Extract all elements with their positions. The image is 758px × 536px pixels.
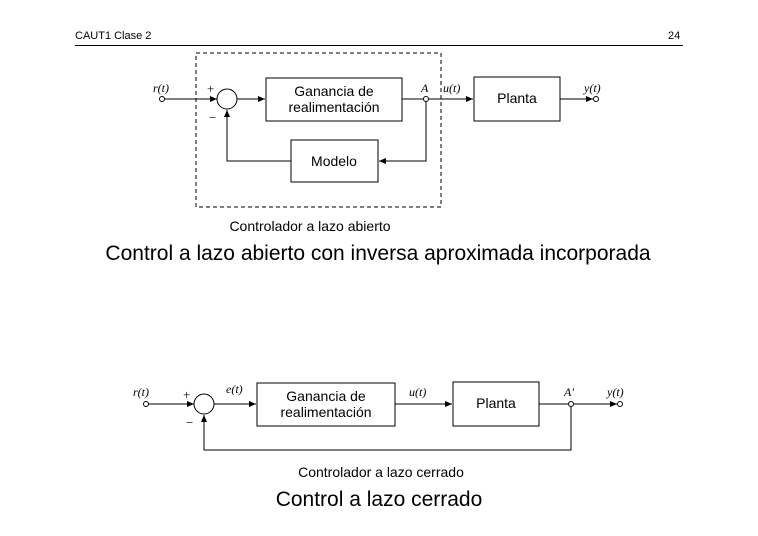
header-page-number: 24: [668, 30, 681, 42]
gain-block-label-line2: realimentación: [280, 404, 371, 420]
control-signal-label: u(t): [409, 385, 426, 399]
gain-block-label-line1: Ganancia de: [286, 388, 366, 404]
input-terminal: [143, 401, 149, 407]
plus-sign: +: [207, 81, 214, 96]
control-signal-label: u(t): [443, 81, 460, 95]
header-course-label: CAUT1 Clase 2: [75, 30, 152, 42]
node-a-prime-label: A′: [563, 385, 574, 399]
diagram-title: Control a lazo abierto con inversa aprox…: [105, 242, 650, 265]
open-loop-labels: r(t) + − Ganancia de realimentación A u(…: [105, 81, 650, 265]
output-terminal: [593, 96, 599, 102]
node-a-terminal: [423, 96, 429, 102]
header-rule: [75, 45, 683, 46]
controller-caption: Controlador a lazo abierto: [229, 218, 390, 234]
minus-sign: −: [186, 415, 193, 430]
plant-block-label: Planta: [497, 90, 537, 106]
diagram-title: Control a lazo cerrado: [276, 488, 483, 511]
controller-dashed-boundary: [195, 52, 442, 208]
wire-model-to-sum: [224, 110, 291, 162]
model-block-label: Modelo: [311, 153, 357, 169]
output-terminal: [617, 401, 623, 407]
plus-sign: +: [183, 387, 190, 402]
summing-junction: [193, 393, 215, 415]
closed-loop-diagram: [143, 381, 623, 451]
input-label: r(t): [153, 81, 169, 95]
gain-block-label-line2: realimentación: [288, 99, 379, 115]
gain-block-label-line1: Ganancia de: [294, 83, 374, 99]
plant-block-label: Planta: [476, 395, 516, 411]
wire-node-to-model: [379, 102, 427, 164]
wire-feedback: [201, 407, 572, 451]
node-a-prime-terminal: [568, 401, 574, 407]
node-a-label: A: [420, 81, 429, 95]
input-label: r(t): [133, 385, 149, 399]
output-label: y(t): [583, 81, 601, 95]
controller-caption: Controlador a lazo cerrado: [298, 464, 464, 480]
summing-junction: [216, 88, 238, 110]
input-terminal: [159, 96, 165, 102]
output-label: y(t): [606, 385, 624, 399]
error-signal-label: e(t): [226, 382, 243, 396]
open-loop-diagram: [159, 52, 599, 208]
minus-sign: −: [209, 110, 216, 125]
closed-loop-labels: r(t) + − e(t) Ganancia de realimentación…: [133, 382, 624, 511]
